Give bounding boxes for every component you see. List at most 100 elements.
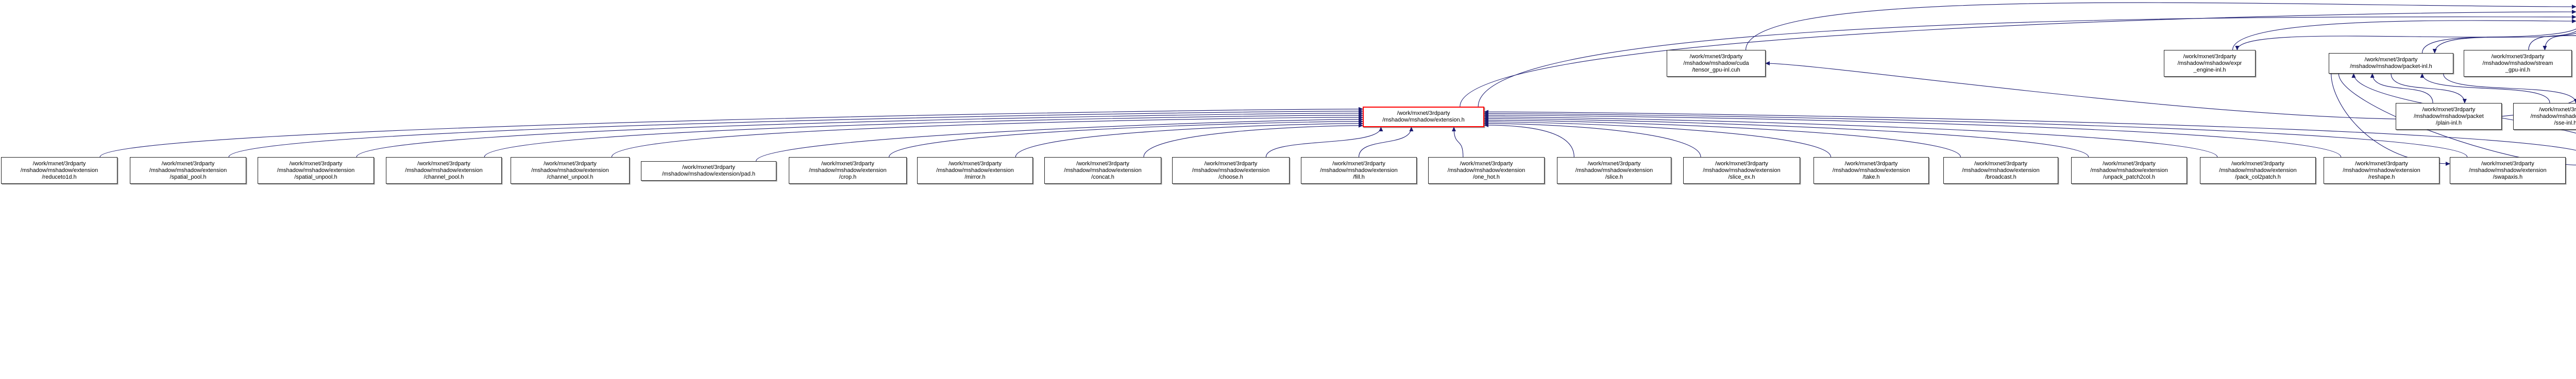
include-edge-cuda_cuh-to-root	[1745, 2, 2576, 50]
graph-node-ext_slice[interactable]: /work/mxnet/3rdparty/mshadow/mshadow/ext…	[1557, 157, 1671, 184]
include-edge-packet-to-root	[2421, 32, 2576, 54]
graph-node-label-line: /work/mxnet/3rdparty	[2539, 106, 2576, 113]
include-edge-ext_channel_pool-to-extension_h	[484, 113, 1363, 158]
graph-node-label-line: /mshadow/mshadow/extension	[1320, 167, 1398, 174]
graph-node-ext_concat[interactable]: /work/mxnet/3rdparty/mshadow/mshadow/ext…	[1044, 157, 1161, 184]
graph-node-label-line: /mshadow/mshadow/cuda	[1683, 60, 1749, 66]
graph-node-label-line: /fill.h	[1353, 174, 1365, 180]
include-edge-ext_spatial_unpool-to-extension_h	[356, 111, 1363, 158]
graph-node-ext_unpack[interactable]: /work/mxnet/3rdparty/mshadow/mshadow/ext…	[2071, 157, 2187, 184]
graph-node-label-line: /crop.h	[839, 174, 857, 180]
graph-node-ext_reshape[interactable]: /work/mxnet/3rdparty/mshadow/mshadow/ext…	[2324, 157, 2439, 184]
include-edge-expr_engine-to-root	[2232, 19, 2576, 50]
graph-node-label-line: /work/mxnet/3rdparty	[1397, 110, 1450, 116]
graph-node-label-line: /sse-inl.h	[2554, 119, 2576, 126]
graph-node-ext_swapaxis[interactable]: /work/mxnet/3rdparty/mshadow/mshadow/ext…	[2450, 157, 2566, 184]
graph-node-label-line: _gpu-inl.h	[2505, 66, 2531, 73]
graph-node-label-line: /channel_unpool.h	[547, 174, 594, 180]
graph-node-label-line: /work/mxnet/3rdparty	[948, 160, 1002, 167]
graph-node-plain_inl[interactable]: /work/mxnet/3rdparty/mshadow/mshadow/pac…	[2396, 103, 2502, 130]
graph-node-label-line: /mshadow/mshadow/packet	[2414, 113, 2484, 119]
graph-node-label-line: /mshadow/mshadow/extension	[531, 167, 609, 174]
graph-node-stream_gpu[interactable]: /work/mxnet/3rdparty/mshadow/mshadow/str…	[2464, 50, 2572, 77]
graph-node-label-line: /spatial_unpool.h	[294, 174, 337, 180]
include-edge-root-to-packet	[2432, 31, 2576, 54]
include-edge-root-to-stream_gpu	[2543, 35, 2576, 50]
graph-node-label-line: /mshadow/mshadow/packet	[2530, 113, 2576, 119]
graph-node-label-line: /one_hot.h	[1473, 174, 1500, 180]
graph-node-label-line: /mshadow/mshadow/expr	[2177, 60, 2242, 66]
graph-node-ext_reduceto1d[interactable]: /work/mxnet/3rdparty/mshadow/mshadow/ext…	[1, 157, 117, 184]
graph-node-ext_spatial_unpool[interactable]: /work/mxnet/3rdparty/mshadow/mshadow/ext…	[258, 157, 374, 184]
include-edge-packet-to-plain_inl	[2391, 73, 2467, 104]
include-edge-ext_pad-to-extension_h	[756, 117, 1363, 162]
graph-node-expr_engine[interactable]: /work/mxnet/3rdparty/mshadow/mshadow/exp…	[2164, 50, 2256, 77]
graph-node-label-line: /work/mxnet/3rdparty	[2231, 160, 2284, 167]
graph-node-label-line: /work/mxnet/3rdparty	[1587, 160, 1641, 167]
graph-node-label-line: /spatial_pool.h	[170, 174, 207, 180]
graph-node-ext_mirror[interactable]: /work/mxnet/3rdparty/mshadow/mshadow/ext…	[917, 157, 1033, 184]
graph-node-cuda_cuh[interactable]: /work/mxnet/3rdparty/mshadow/mshadow/cud…	[1667, 50, 1766, 77]
graph-node-ext_channel_unpool[interactable]: /work/mxnet/3rdparty/mshadow/mshadow/ext…	[511, 157, 630, 184]
graph-node-label-line: /mshadow/mshadow/extension	[809, 167, 887, 174]
graph-node-label-line: /work/mxnet/3rdparty	[2364, 57, 2418, 63]
include-edge-root-to-expr_engine	[2235, 28, 2576, 50]
graph-node-label-line: /tensor_gpu-inl.cuh	[1692, 66, 1740, 73]
graph-node-label-line: /work/mxnet/3rdparty	[161, 160, 215, 167]
graph-node-label-line: /work/mxnet/3rdparty	[821, 160, 874, 167]
graph-node-ext_channel_pool[interactable]: /work/mxnet/3rdparty/mshadow/mshadow/ext…	[386, 157, 502, 184]
graph-node-label-line: /concat.h	[1091, 174, 1114, 180]
graph-node-label-line: /mshadow/mshadow/extension	[2343, 167, 2420, 174]
graph-node-sse_inl[interactable]: /work/mxnet/3rdparty/mshadow/mshadow/pac…	[2513, 103, 2576, 130]
graph-node-ext_one_hot[interactable]: /work/mxnet/3rdparty/mshadow/mshadow/ext…	[1428, 157, 1545, 184]
include-edge-ext_choose-to-extension_h	[1265, 127, 1383, 158]
graph-node-label-line: /mshadow/mshadow/extension	[1962, 167, 2040, 174]
graph-node-extension_h[interactable]: /work/mxnet/3rdparty/mshadow/mshadow/ext…	[1363, 107, 1484, 127]
include-edge-ext_spatial_pool-to-extension_h	[228, 109, 1363, 158]
graph-node-label-line: /mshadow/mshadow/packet-inl.h	[2350, 63, 2432, 70]
graph-node-ext_pad[interactable]: /work/mxnet/3rdparty/mshadow/mshadow/ext…	[641, 161, 776, 181]
graph-node-ext_pack[interactable]: /work/mxnet/3rdparty/mshadow/mshadow/ext…	[2200, 157, 2316, 184]
graph-node-label-line: /mshadow/mshadow/extension	[2469, 167, 2547, 174]
graph-node-label-line: /work/mxnet/3rdparty	[1076, 160, 1129, 167]
graph-node-label-line: /take.h	[1862, 174, 1880, 180]
include-edge-ext_swapaxis-to-extension_h	[1484, 111, 2468, 158]
graph-node-label-line: /mshadow/mshadow/extension	[2219, 167, 2297, 174]
include-edge-ext_one_hot-to-extension_h	[1452, 127, 1464, 158]
graph-node-label-line: /pack_col2patch.h	[2235, 174, 2281, 180]
include-edge-ext_slice-to-extension_h	[1484, 123, 1574, 158]
graph-node-ext_crop[interactable]: /work/mxnet/3rdparty/mshadow/mshadow/ext…	[789, 157, 907, 184]
graph-node-ext_broadcast[interactable]: /work/mxnet/3rdparty/mshadow/mshadow/ext…	[1943, 157, 2058, 184]
graph-node-label-line: /mshadow/mshadow/extension	[1192, 167, 1270, 174]
graph-node-ext_spatial_pool[interactable]: /work/mxnet/3rdparty/mshadow/mshadow/ext…	[130, 157, 246, 184]
graph-node-label-line: /work/mxnet/3rdparty	[1974, 160, 2027, 167]
graph-node-label-line: /work/mxnet/3rdparty	[2491, 53, 2545, 60]
graph-node-label-line: /channel_pool.h	[423, 174, 464, 180]
graph-node-ext_take[interactable]: /work/mxnet/3rdparty/mshadow/mshadow/ext…	[1814, 157, 1929, 184]
include-edge-extension_h-to-root	[1478, 14, 2576, 107]
graph-node-label-line: /work/mxnet/3rdparty	[417, 160, 470, 167]
include-edge-ext_pack-to-extension_h	[1484, 115, 2218, 158]
graph-node-label-line: /choose.h	[1218, 174, 1243, 180]
graph-node-label-line: /mshadow/mshadow/extension	[277, 167, 355, 174]
include-edge-ext_unpack-to-extension_h	[1484, 116, 2089, 158]
graph-node-label-line: /mshadow/mshadow/extension	[1064, 167, 1142, 174]
graph-node-label-line: /plain-inl.h	[2435, 119, 2462, 126]
graph-node-label-line: /mshadow/mshadow/extension	[149, 167, 227, 174]
graph-node-label-line: /work/mxnet/3rdparty	[544, 160, 597, 167]
graph-node-label-line: /mshadow/mshadow/extension	[1703, 167, 1781, 174]
include-edge-ext_reduceto1d-to-extension_h	[99, 107, 1363, 158]
graph-node-label-line: /mshadow/mshadow/extension	[1447, 167, 1526, 174]
graph-node-packet[interactable]: /work/mxnet/3rdparty/mshadow/mshadow/pac…	[2329, 53, 2453, 74]
graph-node-label-line: /work/mxnet/3rdparty	[1715, 160, 1768, 167]
graph-node-ext_fill[interactable]: /work/mxnet/3rdparty/mshadow/mshadow/ext…	[1301, 157, 1417, 184]
include-edge-ext_take-to-extension_h	[1484, 119, 1832, 158]
include-edge-plain_inl-to-packet	[2370, 73, 2433, 104]
graph-node-ext_choose[interactable]: /work/mxnet/3rdparty/mshadow/mshadow/ext…	[1172, 157, 1290, 184]
graph-node-ext_slice_ex[interactable]: /work/mxnet/3rdparty/mshadow/mshadow/ext…	[1683, 157, 1800, 184]
graph-node-label-line: /mshadow/mshadow/extension	[1575, 167, 1653, 174]
graph-node-label-line: /mshadow/mshadow/extension	[936, 167, 1014, 174]
graph-node-label-line: /swapaxis.h	[2493, 174, 2523, 180]
include-edge-sse_inl-to-packet	[2420, 73, 2550, 104]
